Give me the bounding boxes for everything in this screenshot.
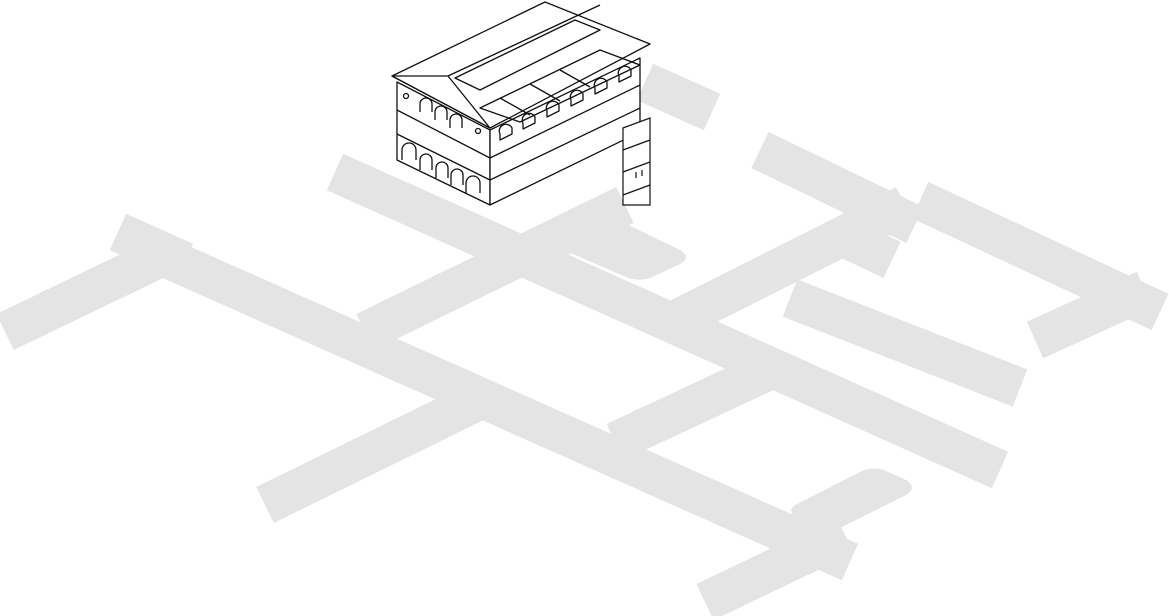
road-left-branch [0,236,174,351]
road-top-fragment [636,63,721,131]
road-far-right-branch [1026,271,1154,359]
road-network [0,63,1169,616]
warehouse-building-icon [391,1,651,206]
tower-building-icon [622,117,651,206]
road-right-parallel [782,279,1028,407]
road-upper-right-diagonal [751,131,924,244]
road-lower-left-crossing [256,384,484,523]
road-left-stub [109,213,194,281]
road-small-stub [841,221,901,279]
road-center-crossing [356,187,634,350]
road-bottom-crossing [696,516,854,616]
road-upper-diagonal [326,153,1009,489]
parking-lot-lower [791,468,912,530]
road-main-lower-diagonal [151,236,859,581]
road-center-right-crossing [606,353,774,461]
parking-lot-upper [557,220,686,280]
